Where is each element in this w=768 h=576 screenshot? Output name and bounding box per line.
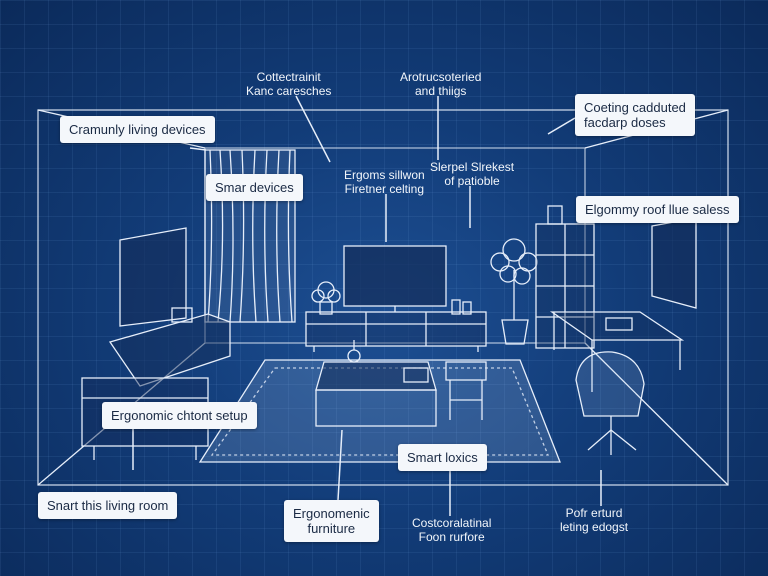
caption-center-1: Ergoms sillwon Firetner celting [344, 168, 425, 196]
caption-top-center-line-2: and thiigs [415, 84, 467, 98]
label-box-top-right: Coeting cadduted facdarp doses [575, 94, 695, 136]
desk-chair [575, 351, 645, 455]
caption-center-1-line-2: Firetner celting [344, 182, 425, 196]
callout-line-1 [295, 95, 331, 163]
caption-top-left-line-2: Kanc caresches [246, 84, 332, 98]
label-box-ergonomic-furniture: Ergonomenic furniture [284, 500, 379, 542]
callout-line-8 [337, 429, 343, 501]
tall-plant [490, 238, 538, 345]
caption-bottom-1-line-1: Costcoralatinal [412, 516, 492, 530]
side-stool [445, 361, 487, 420]
caption-bottom-2: Pofr erturd leting edogst [560, 506, 628, 534]
caption-center-2: Slerpel Slrekest of patioble [430, 160, 514, 188]
callout-lines [132, 95, 602, 516]
caption-bottom-2-line-1: Pofr erturd [565, 506, 623, 520]
caption-top-center: Arotrucsoteried and thiigs [400, 70, 481, 98]
console-plant [311, 281, 341, 315]
caption-bottom-1-line-2: Foon rurfore [418, 530, 485, 544]
label-box-living-devices: Cramunly living devices [60, 116, 215, 143]
wall-tv [119, 227, 187, 327]
caption-center-1-line-1: Ergoms sillwon [344, 168, 425, 182]
label-top-right-line-1: Coeting cadduted [584, 100, 686, 115]
label-box-smart-loxics: Smart loxics [398, 444, 487, 471]
label-box-smart-living-room: Snart this living room [38, 492, 178, 519]
desk [549, 311, 685, 392]
bookshelf [535, 205, 595, 349]
caption-top-left-line-1: Cottectrainit [256, 70, 321, 84]
label-box-ergonomic-setup: Ergonomic chtont setup [102, 402, 257, 429]
caption-center-2-line-1: Slerpel Slrekest [430, 160, 515, 174]
tv-console [305, 311, 487, 352]
label-box-ergonomy-roof: Elgommy roof llue saless [576, 196, 739, 223]
callout-line-3 [547, 117, 576, 135]
wall-panel-right [651, 217, 697, 309]
caption-bottom-2-line-2: leting edogst [560, 520, 629, 534]
caption-center-2-line-2: of patioble [444, 174, 500, 188]
callout-line-4 [189, 147, 207, 151]
caption-top-center-line-1: Arotrucsoteried [400, 70, 482, 84]
speakers [451, 299, 472, 315]
caption-bottom-1: Costcoralatinal Foon rurfore [412, 516, 491, 544]
coffee-table [315, 340, 437, 427]
caption-top-left: Cottectrainit Kanc caresches [246, 70, 331, 98]
label-box-smart-devices: Smar devices [206, 174, 303, 201]
label-top-right-line-2: facdarp doses [584, 115, 666, 130]
sofa [81, 307, 231, 460]
label-ergonomic-furniture-line-2: furniture [307, 521, 356, 536]
label-ergonomic-furniture-line-1: Ergonomenic [293, 506, 370, 521]
center-tv [343, 245, 447, 312]
